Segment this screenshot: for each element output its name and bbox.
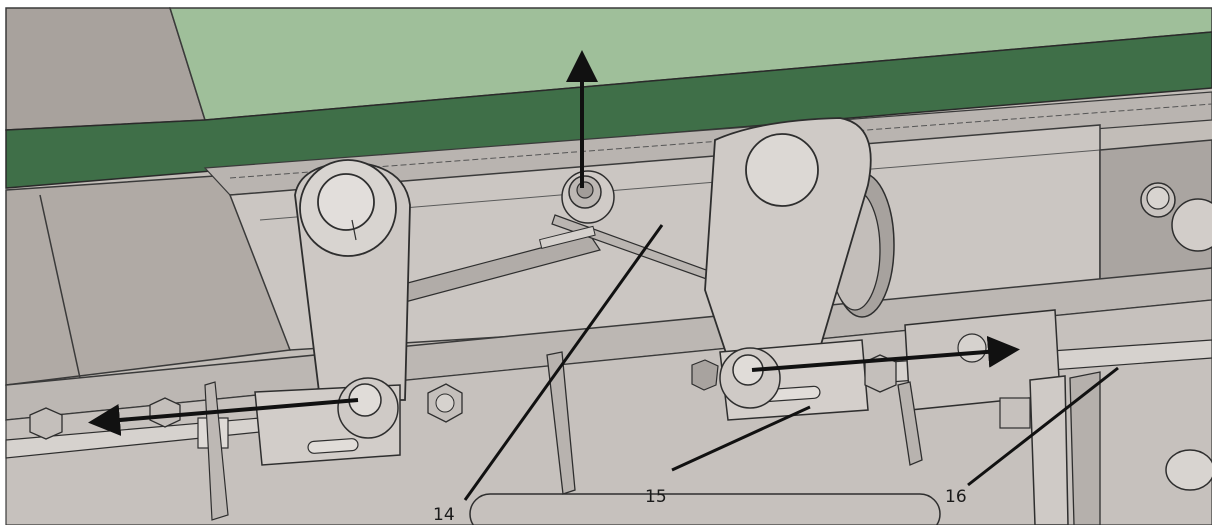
arrow-left-icon xyxy=(88,398,359,436)
callout-15: 15 xyxy=(645,487,667,507)
belt xyxy=(5,31,1212,189)
center-fin xyxy=(546,351,576,495)
right-slider-block xyxy=(691,339,897,421)
left-lever xyxy=(294,159,411,401)
hex-nut-left xyxy=(427,383,463,423)
hex-nut-mid xyxy=(149,397,181,428)
center-pivot-bolt xyxy=(561,170,615,224)
hex-nut-far-left xyxy=(29,407,63,440)
arrow-right-icon xyxy=(751,335,1020,372)
leader-line-16 xyxy=(967,366,1119,487)
leader-line-15 xyxy=(671,405,811,472)
right-pulley-assembly xyxy=(704,117,895,382)
callout-14: 14 xyxy=(433,505,455,525)
bottom-slot xyxy=(469,493,941,525)
callout-16: 16 xyxy=(945,487,967,507)
upper-rail xyxy=(203,91,1212,196)
top-panel xyxy=(168,7,1212,121)
leader-line-14 xyxy=(463,224,664,501)
